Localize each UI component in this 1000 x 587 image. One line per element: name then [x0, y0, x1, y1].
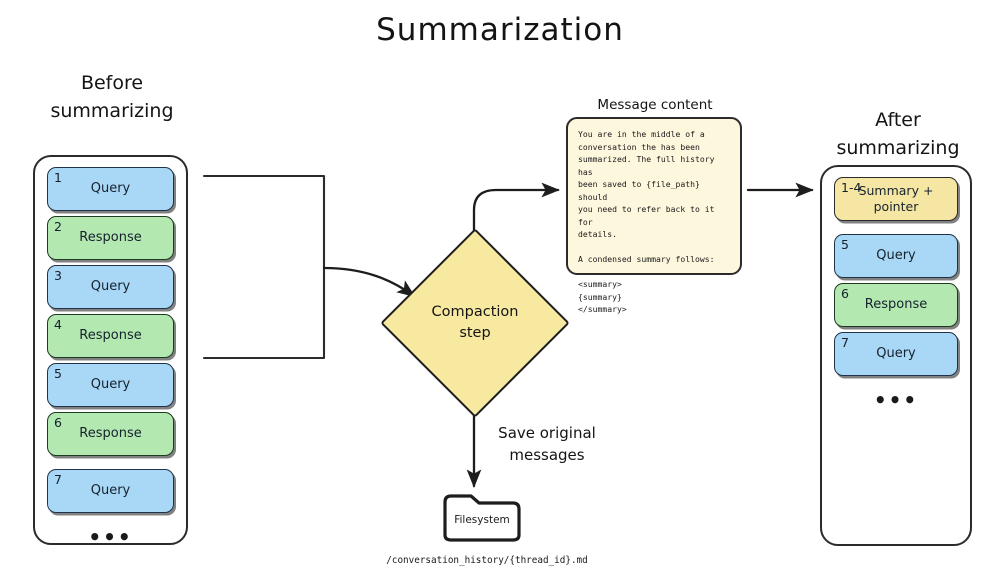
filesystem-label: Filesystem: [454, 514, 510, 526]
before-heading-line1: Before: [80, 72, 144, 94]
message-content-body: You are in the middle of a conversation …: [578, 129, 715, 315]
bracket-before-to-compaction: [202, 174, 416, 360]
after-message-card-index: 7: [841, 335, 849, 350]
before-message-card-label: Response: [79, 327, 142, 343]
before-message-card-index: 3: [54, 268, 62, 283]
message-content-label: Message content: [597, 97, 713, 113]
before-message-card-index: 1: [54, 170, 62, 185]
before-heading-line2: summarizing: [50, 99, 174, 122]
before-message-card-index: 5: [54, 366, 62, 381]
before-message-card-index: 7: [54, 472, 62, 487]
after-message-card-index: 1-4: [841, 180, 862, 195]
filesystem-node[interactable]: Filesystem: [441, 492, 523, 544]
after-message-card-label: Summary + pointer: [858, 183, 934, 214]
compaction-step-node[interactable]: Compaction step: [380, 228, 570, 418]
filesystem-path-caption: /conversation_history/{thread_id}.md: [386, 555, 588, 566]
after-message-card-index: 5: [841, 237, 849, 252]
before-message-card-label: Query: [90, 180, 131, 196]
after-heading-line1: After: [875, 109, 921, 131]
after-message-card-label: Query: [876, 345, 916, 361]
message-content-panel: You are in the middle of a conversation …: [566, 117, 742, 314]
compaction-step-label: Compaction step: [431, 303, 519, 341]
before-message-card-label: Query: [90, 278, 131, 294]
before-message-card-index: 6: [54, 415, 62, 430]
after-heading-line2: summarizing: [836, 136, 960, 159]
after-column-heading: After summarizing: [808, 107, 988, 162]
folder-icon: [443, 494, 521, 542]
after-message-card-index: 6: [841, 286, 849, 301]
save-original-messages-label: Save original messages: [498, 424, 596, 464]
before-message-card-label: Query: [90, 376, 131, 392]
before-message-card-index: 2: [54, 219, 62, 234]
before-message-card-label: Response: [79, 425, 142, 441]
before-message-card-label: Query: [90, 482, 131, 498]
before-ellipsis: •••: [88, 525, 133, 549]
before-message-card-label: Response: [79, 229, 142, 245]
after-message-card-label: Response: [864, 296, 928, 312]
after-message-card-label: Query: [876, 247, 916, 263]
before-column-heading: Before summarizing: [22, 70, 202, 125]
page-title: Summarization: [376, 12, 624, 48]
before-message-card-index: 4: [54, 317, 62, 332]
after-ellipsis: •••: [873, 388, 919, 412]
